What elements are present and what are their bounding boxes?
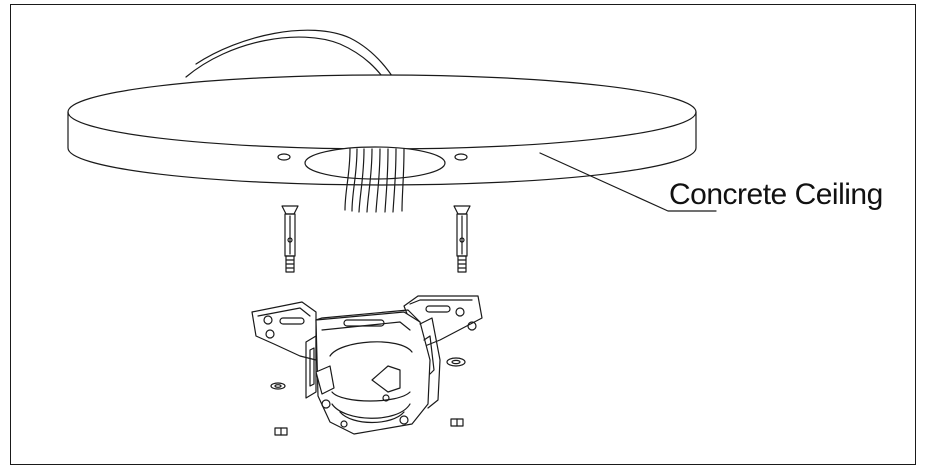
anchor-screw-right <box>453 205 471 273</box>
nut-left <box>274 427 288 436</box>
washer-left <box>270 382 286 390</box>
nut-right <box>450 418 464 427</box>
concrete-ceiling-label: Concrete Ceiling <box>669 178 883 211</box>
ceiling-screw-hole-left <box>277 153 291 161</box>
ceiling-cable-hole <box>304 146 446 180</box>
anchor-screw-left <box>281 205 299 273</box>
washer-right <box>446 357 466 367</box>
mounting-bracket <box>251 295 483 435</box>
ceiling-cables <box>185 29 397 85</box>
diagram-frame <box>10 4 916 465</box>
callout-leader-line <box>539 152 717 212</box>
ceiling-screw-hole-right <box>454 153 468 161</box>
hanging-wires <box>344 148 405 213</box>
